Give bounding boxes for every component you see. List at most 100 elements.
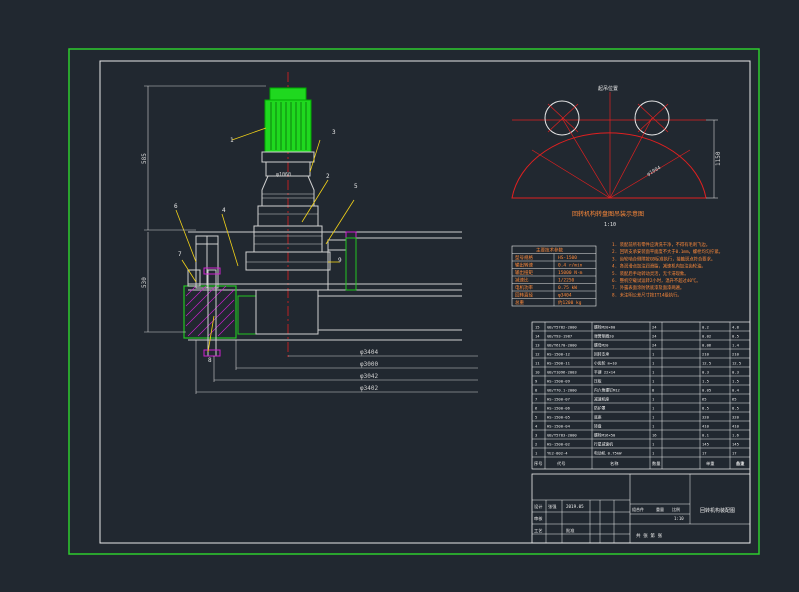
balloon-5: 5 [354,183,358,190]
dim-phi3042: φ3042 [360,373,378,380]
dim-phi1004: φ1004 [646,165,662,178]
parts-header-cell: 数量 [652,460,660,467]
lift-point-left [544,100,580,136]
part-qty: 24 [652,334,657,339]
balloon-9: 9 [338,257,342,264]
part-name: 压板 [594,379,602,384]
reducer-stripes [246,193,330,263]
part-total-weight: 0.3 [732,370,739,375]
part-qty: 1 [652,397,655,402]
parts-header-cell: 名称 [610,460,618,467]
drawing-name: 回转机构装配图 [700,507,735,514]
part-total-weight: 8.5 [732,406,739,411]
part-name: 螺栓M20×60 [594,325,616,330]
part-no: 2 [535,442,537,447]
vertical-dimension-lines [144,85,266,333]
spec-table-header: 主要技术参数 [536,247,563,254]
spec-value: 约1200 kg [558,299,582,306]
dim-phi3402: φ3402 [360,385,378,392]
lifting-diagram: 起吊位置 1150 φ1004 回转机构转盘图吊装示意图 1:10 [511,85,722,228]
note-line: 1. 装配前所有零件应清洗干净，不得有毛刺飞边。 [612,241,710,248]
sling-lines [531,103,691,199]
note-line: 3. 齿轮啮合侧隙按GB标准执行，接触斑点符合要求。 [612,255,715,262]
part-code: HS-1500-09 [547,379,571,384]
part-qty: 24 [652,343,657,348]
pinion-section [255,289,319,335]
part-no: 1 [535,451,538,456]
lifting-scale: 1:10 [604,222,616,228]
balloon-labels: 1 2 3 4 5 6 7 8 9 [174,129,358,364]
motor-fins [270,102,307,150]
part-total-weight: 320 [732,415,740,420]
title-row-date: 2019.05 [566,504,584,509]
part-unit-weight: 145 [702,442,709,447]
part-code: HS-1500-07 [547,397,570,402]
dim-1150: 1150 [715,151,722,166]
part-unit-weight: 65 [702,397,707,402]
spec-label: 电机功率 [515,284,533,291]
part-total-weight: 4.8 [732,325,740,330]
part-total-weight: 0.5 [732,334,739,339]
dim-phi3404: φ3404 [360,349,378,356]
diameter-dimension-lines [195,340,478,394]
motor-fan-cap [269,87,307,101]
gear-section [237,295,257,335]
part-no: 3 [535,433,537,438]
part-name: 减速机座 [594,397,609,402]
part-qty: 8 [652,388,655,393]
part-code: GB/T6170-2000 [547,343,577,348]
part-unit-weight: 0.05 [702,388,711,393]
parts-header-cell: 序号 [534,460,542,467]
part-name: 电动机 0.75kW [594,451,622,456]
note-line: 7. 外露表面涂防锈底漆及面漆两遍。 [612,284,684,291]
part-name: 平键 22×14 [594,370,616,375]
part-total-weight: 210 [732,352,740,357]
balloon-1: 1 [230,137,234,144]
part-name: 防护罩 [594,406,606,411]
bolt-head-top [203,267,221,275]
title-row-label: 设计 [534,503,542,510]
spec-label: 输出扭矩 [515,269,533,276]
parts-header-cell: 单重 [706,460,714,467]
spec-value: HS-1500 [558,255,577,261]
spec-value: 1/2250 [558,278,575,284]
part-no: 7 [535,397,537,402]
part-qty: 1 [652,379,655,384]
material-cell: 组合件 [632,506,644,512]
part-total-weight: 410 [732,424,740,429]
part-unit-weight: 17 [702,451,707,456]
base-section-left [183,285,237,339]
part-no: 15 [535,325,540,330]
part-code: HS-1500-12 [547,352,570,357]
part-unit-weight: 1.5 [702,379,709,384]
balloon-2: 2 [326,173,330,180]
title-block-frame [531,473,751,544]
part-code: HS-1500-06 [547,406,571,411]
part-qty: 1 [652,442,655,447]
part-unit-weight: 0.06 [702,343,712,348]
weight-label: 重量 [656,506,664,512]
part-code: HS-1500-02 [547,442,570,447]
spec-label: 总重 [515,299,524,306]
part-no: 14 [535,334,540,339]
spec-label: 型号规格 [515,254,533,261]
part-name: 行星减速机 [594,442,613,447]
left-bracket [195,235,219,289]
part-no: 11 [535,361,540,366]
part-unit-weight: 320 [702,415,710,420]
part-no: 13 [535,343,540,348]
part-unit-weight: 0.2 [702,325,709,330]
part-name: 弹簧垫圈20 [594,334,614,339]
sheet-info: 共 张 第 张 [636,532,663,539]
part-name: 内六角螺钉M12 [594,388,620,393]
part-code: HS-1500-11 [547,361,571,366]
spec-value: 0.75 kW [558,285,577,291]
part-code: GB/T5782-2000 [547,325,577,330]
part-name: 转盘 [594,424,602,429]
part-no: 9 [535,379,538,384]
motor-body [264,99,312,153]
part-name: 螺栓M16×50 [594,433,616,438]
scale-cell: 1:10 [674,516,684,521]
